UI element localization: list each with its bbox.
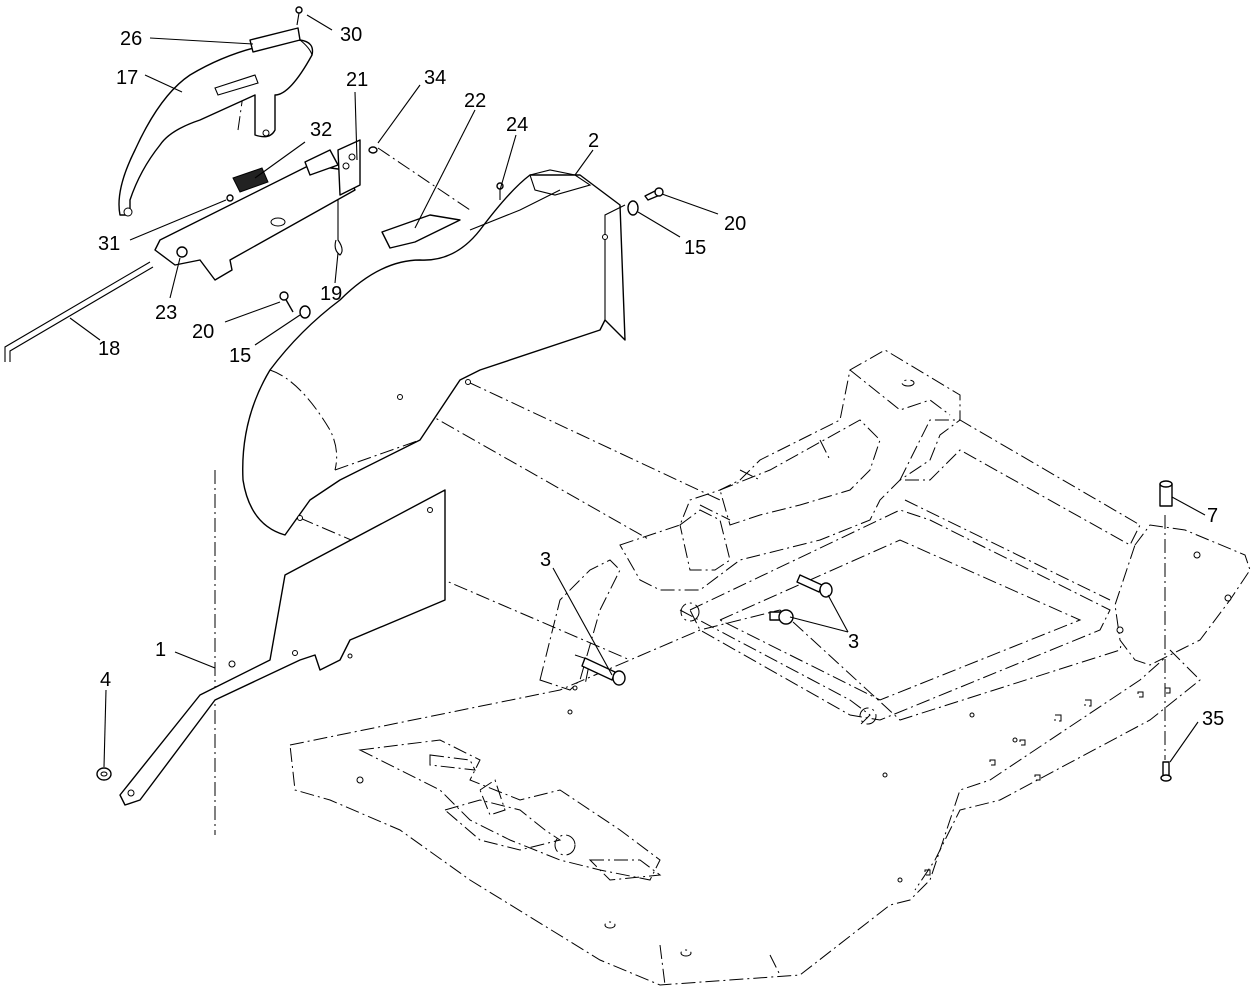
callout-1: 1 (155, 639, 166, 661)
rod-part-18 (4, 261, 154, 362)
callout-21: 21 (346, 69, 368, 91)
callout-20-left: 20 (192, 321, 214, 343)
nut-part-4 (96, 767, 112, 781)
callout-4: 4 (100, 669, 111, 691)
pin-part-3-right-lower (769, 609, 794, 625)
callout-3-right: 3 (848, 631, 859, 653)
o-ring-part-34 (368, 146, 378, 154)
callout-2: 2 (588, 130, 599, 152)
callout-26: 26 (120, 28, 142, 50)
callout-34: 34 (424, 67, 446, 89)
callout-23: 23 (155, 302, 177, 324)
callout-35: 35 (1202, 708, 1224, 730)
bolt-part-20-right (627, 187, 664, 216)
callout-24: 24 (506, 114, 528, 136)
mounting-bracket-assembly (154, 139, 461, 281)
console-shroud-part-2 (242, 169, 626, 536)
side-panel-part-1 (119, 489, 446, 806)
bolt-part-20-left (279, 291, 311, 319)
screw-part-24 (496, 182, 504, 200)
handle-part-17 (118, 39, 314, 217)
frame-phantom (289, 349, 1251, 986)
bolt-part-35 (1160, 761, 1172, 782)
callout-labels: 26 30 17 21 34 22 24 32 2 20 15 31 23 19… (98, 24, 1224, 730)
alignment-lines (214, 94, 1166, 835)
leader-lines (69, 14, 1206, 768)
callout-7: 7 (1207, 505, 1218, 527)
callout-31: 31 (98, 233, 120, 255)
callout-32: 32 (310, 119, 332, 141)
pin-part-3-left (581, 657, 626, 686)
callout-3-left: 3 (540, 549, 551, 571)
bolt-part-30 (295, 6, 303, 26)
pin-part-3-right-upper (796, 574, 833, 598)
callout-22: 22 (464, 90, 486, 112)
bracket-part-26 (249, 27, 301, 53)
callout-17: 17 (116, 67, 138, 89)
clevis-pin-part-19 (334, 200, 343, 256)
callout-20-right: 20 (724, 213, 746, 235)
callout-15-left: 15 (229, 345, 251, 367)
callout-15-right: 15 (684, 237, 706, 259)
callout-19: 19 (320, 283, 342, 305)
callout-18: 18 (98, 338, 120, 360)
callout-30: 30 (340, 24, 362, 46)
spacer-part-7 (1159, 480, 1173, 507)
